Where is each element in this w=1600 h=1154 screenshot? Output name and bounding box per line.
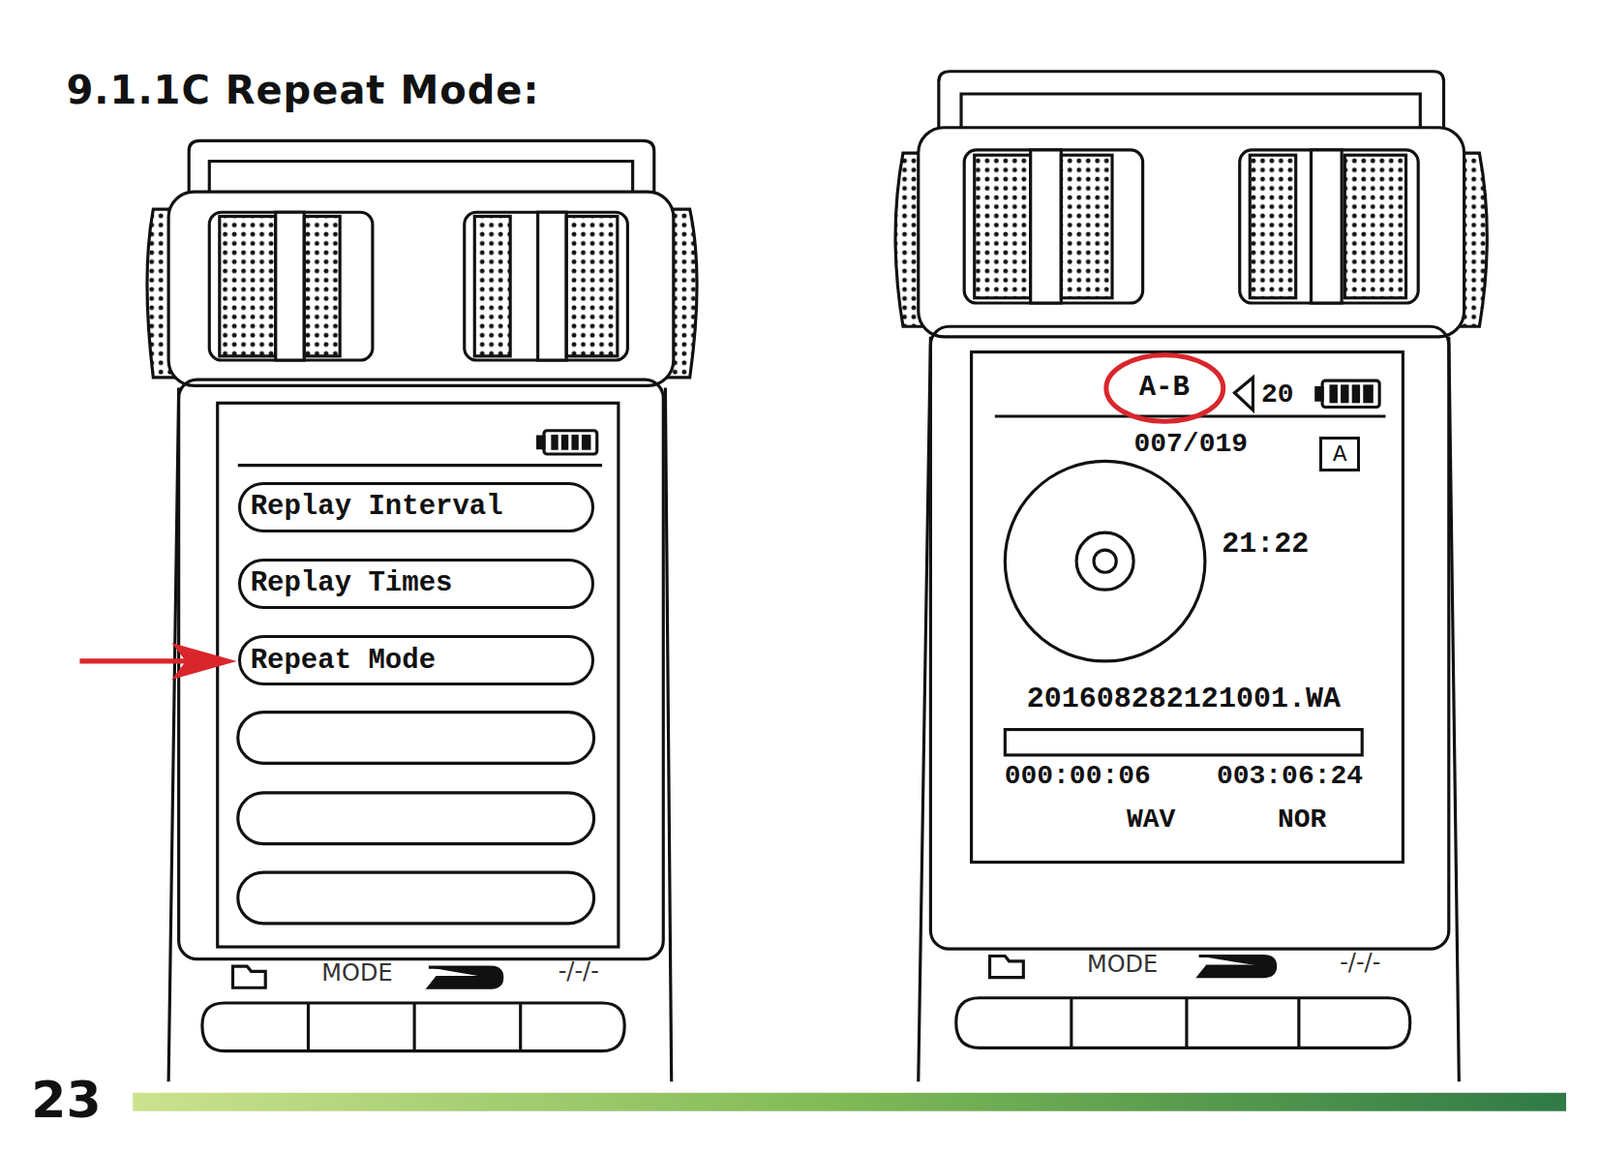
file-format: WAV <box>1126 804 1176 835</box>
folder-icon: A <box>1319 436 1360 472</box>
page-number: 23 <box>30 1070 101 1129</box>
elapsed-time: 000:00:06 <box>1004 760 1151 791</box>
right-recorder <box>895 71 1487 1082</box>
button-label: -/-/- <box>1339 948 1381 976</box>
page-title: 9.1.1C Repeat Mode: <box>66 67 541 113</box>
node-label: Replay Times <box>250 567 453 600</box>
clock-time: 21:22 <box>1221 527 1309 561</box>
volume-level: 20 <box>1261 379 1295 410</box>
node-label: Replay Interval <box>250 490 504 523</box>
button-label: MODE <box>1086 950 1158 978</box>
button-label: MODE <box>321 959 393 987</box>
left-recorder <box>147 140 697 1082</box>
highlight-circle: A-B <box>1102 350 1228 426</box>
red-arrow <box>79 642 237 680</box>
footer-bar <box>132 1092 1567 1112</box>
button-label: -/-/- <box>558 957 600 985</box>
file-name: 201608282121001.WA <box>1026 682 1341 716</box>
node-label: A <box>1332 441 1347 468</box>
menu-item: Repeat Mode <box>238 634 595 687</box>
node-label: A-B <box>1139 371 1190 404</box>
menu-item: Replay Times <box>238 558 595 610</box>
total-time: 003:06:24 <box>1216 760 1363 791</box>
file-index: 007/019 <box>1133 428 1248 459</box>
eq-mode: NOR <box>1277 804 1327 835</box>
node-label: Repeat Mode <box>250 644 436 677</box>
menu-item: Replay Interval <box>238 482 595 534</box>
